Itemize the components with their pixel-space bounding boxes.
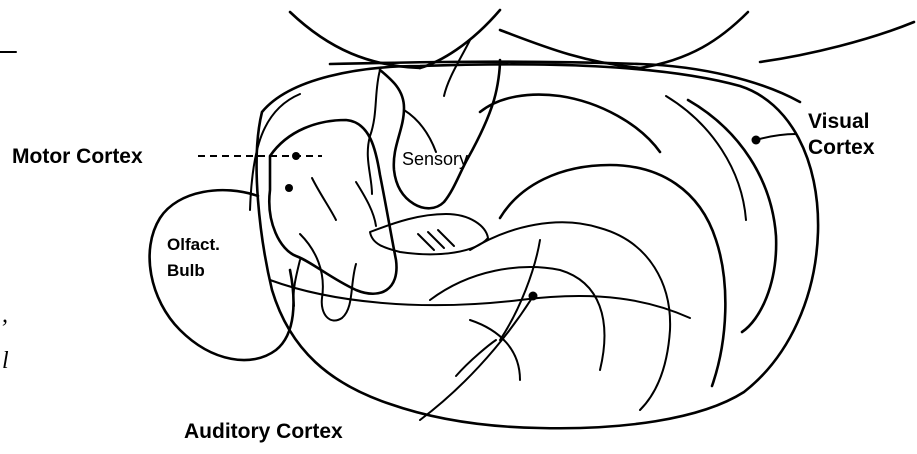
visual-fold — [688, 100, 776, 332]
temporal-fold-2 — [470, 222, 670, 410]
label-motor-cortex: Motor Cortex — [12, 145, 143, 168]
cerebellum-arc-left — [290, 12, 420, 68]
label-auditory-cortex: Auditory Cortex — [184, 420, 343, 443]
cerebellum-arc-right — [640, 12, 748, 68]
edge-fragment-1: , — [2, 302, 8, 328]
motor-mark — [285, 184, 293, 192]
auditory-leader — [420, 298, 532, 420]
visual-leader — [756, 134, 796, 140]
cerebellum-arc-far — [760, 22, 914, 62]
frontal-lobule-1 — [300, 234, 356, 321]
label-sensory: Sensory — [402, 149, 468, 169]
temporal-fold-1 — [500, 165, 725, 386]
motor-sulcus-2 — [356, 182, 376, 226]
motor-dot — [292, 152, 300, 160]
motor-sulcus-1 — [312, 178, 336, 220]
auditory-dot — [529, 292, 538, 301]
temporal-sulcus-1 — [500, 240, 540, 340]
label-visual-line1: Visual — [808, 110, 869, 133]
motor-region — [269, 120, 396, 294]
sensory-region — [380, 60, 500, 208]
central-sulcus — [368, 70, 380, 194]
label-olfact-line2: Bulb — [167, 261, 205, 280]
edge-fragment-2: l — [2, 348, 9, 374]
sensory-sulcus — [404, 110, 436, 152]
sensory-boundary — [480, 95, 660, 152]
label-olfact-line1: Olfact. — [167, 235, 220, 254]
inner-shell-bottom — [270, 280, 690, 318]
visual-fold-inner — [666, 96, 746, 220]
label-visual-line2: Cortex — [808, 136, 875, 159]
visual-dot — [752, 136, 761, 145]
